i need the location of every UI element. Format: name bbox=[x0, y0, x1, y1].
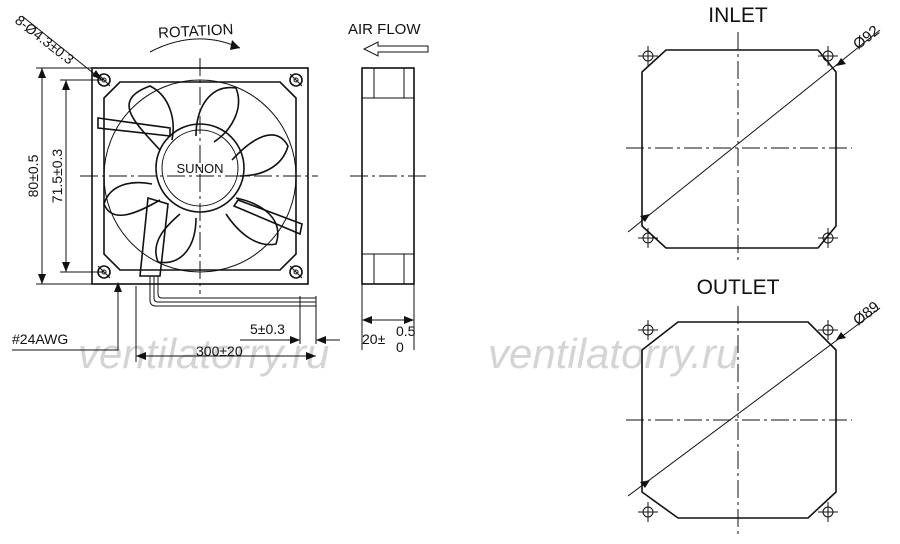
outlet-view: OUTLET Ø89 bbox=[626, 276, 883, 536]
dim-strip: 5±0.3 bbox=[240, 321, 340, 344]
watermark-left: ventilatorry.ru bbox=[78, 330, 329, 377]
lead-wires bbox=[149, 276, 317, 344]
dim-depth-upper: 0.5 bbox=[396, 323, 416, 339]
outlet-cutout bbox=[641, 321, 837, 519]
air-flow-label: AIR FLOW bbox=[348, 21, 421, 38]
side-flange-bottom bbox=[373, 253, 405, 285]
dim-depth-lower: 0 bbox=[396, 339, 404, 355]
hole-callout: 8-Ø4.3±0.3 bbox=[12, 12, 103, 81]
fan-front-view: SUNON bbox=[80, 58, 318, 294]
air-flow-indicator: AIR FLOW bbox=[348, 21, 429, 57]
inlet-hole-marks bbox=[638, 46, 838, 248]
dim-lead: 300±20 bbox=[135, 286, 316, 362]
inlet-title: INLET bbox=[708, 4, 768, 27]
side-flange-top bbox=[373, 67, 405, 99]
fan-venturi bbox=[103, 81, 297, 271]
dim-lead-label: 300±20 bbox=[196, 343, 243, 359]
rotation-indicator: ROTATION bbox=[149, 21, 241, 53]
dim-depth-base: 20± bbox=[362, 331, 386, 347]
inlet-diameter-label: Ø92 bbox=[850, 22, 883, 53]
wire-gauge-callout: #24AWG bbox=[12, 282, 122, 351]
outlet-diameter-label: Ø89 bbox=[850, 298, 883, 329]
dim-height-label: 80±0.5 bbox=[25, 154, 41, 197]
wire-gauge-label: #24AWG bbox=[12, 331, 68, 347]
strut-wire bbox=[139, 196, 169, 277]
fan-blades bbox=[103, 85, 289, 264]
inlet-cutout bbox=[641, 49, 837, 249]
dim-height: 80±0.5 bbox=[25, 67, 92, 285]
inlet-view: INLET Ø92 bbox=[626, 4, 883, 262]
dim-hole-pitch: 71.5±0.3 bbox=[49, 79, 104, 273]
outlet-hole-marks bbox=[638, 320, 838, 522]
strut-right bbox=[232, 199, 303, 236]
rotation-label: ROTATION bbox=[158, 21, 234, 42]
fan-side-view bbox=[350, 67, 426, 285]
watermark-right: ventilatorry.ru bbox=[488, 330, 739, 377]
hole-spec-label: 8-Ø4.3±0.3 bbox=[12, 12, 77, 68]
dim-strip-label: 5±0.3 bbox=[250, 321, 285, 337]
dim-hole-pitch-label: 71.5±0.3 bbox=[49, 149, 65, 204]
dim-depth: 20± 0.5 0 bbox=[361, 284, 416, 355]
outlet-title: OUTLET bbox=[697, 276, 780, 299]
